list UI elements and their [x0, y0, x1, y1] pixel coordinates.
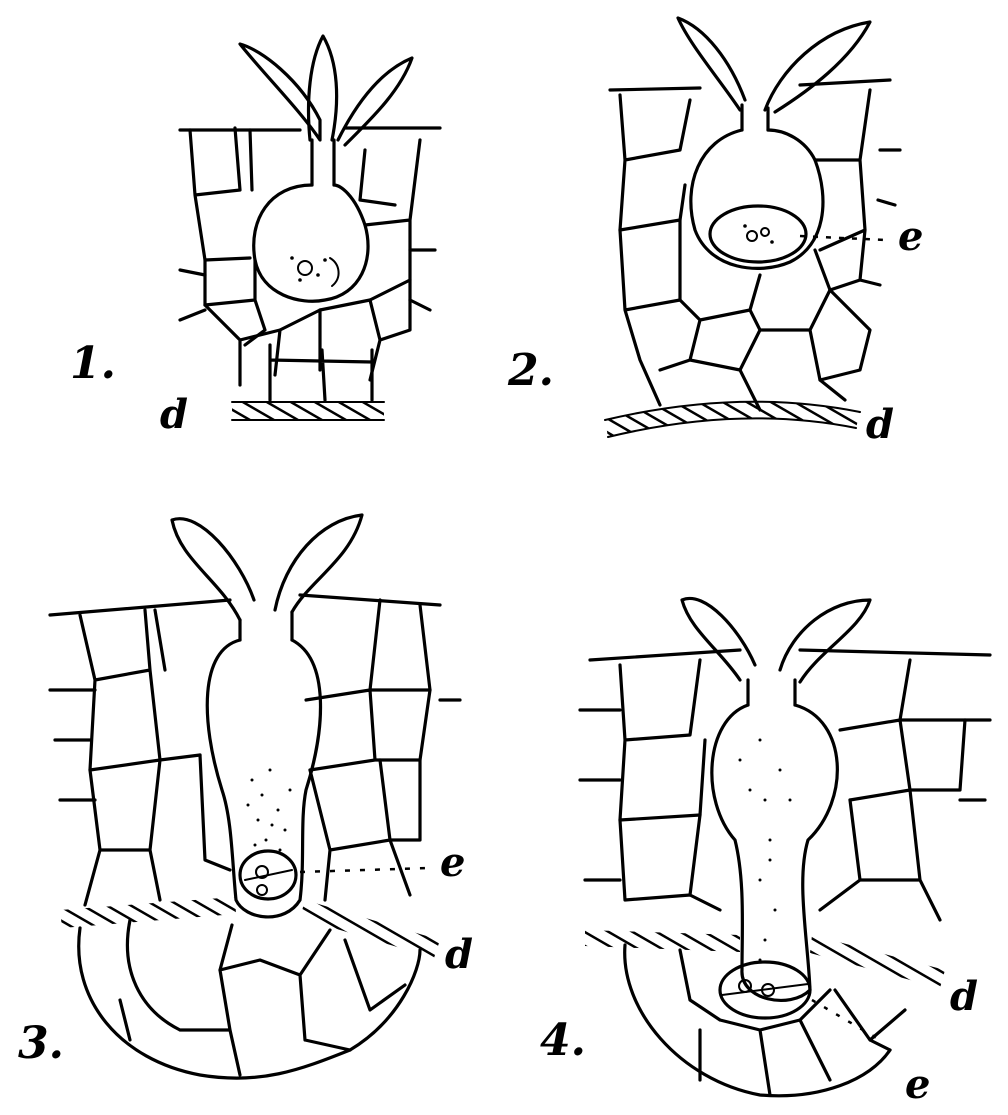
fig4-label-e: e: [905, 1061, 930, 1108]
fig3-number: 3.: [18, 1018, 64, 1069]
fig4-central-cell: [712, 705, 837, 1000]
fig2-label-d: d: [866, 401, 894, 448]
fig1-central-cell: [254, 185, 368, 301]
figure-4: 4. d e: [540, 598, 990, 1108]
fig2-hair-right: [765, 22, 870, 112]
figure-2: 2. e d: [507, 18, 923, 448]
fig2-label-e: e: [898, 213, 923, 260]
fig1-label-d: d: [160, 391, 188, 438]
fig4-hair-left: [682, 598, 755, 680]
fig4-hatched-layer-left: [585, 930, 740, 952]
fig2-central-cell: [691, 130, 823, 268]
fig4-hair-right: [780, 600, 870, 682]
fig2-nucleus: [710, 206, 806, 262]
fig1-hair-center: [309, 36, 337, 140]
fig4-label-d: d: [950, 973, 978, 1020]
fig3-label-e: e: [440, 839, 465, 886]
figure-1: 1. d: [70, 36, 440, 438]
fig1-hair-right: [338, 58, 412, 145]
figure-3: 3. e d: [18, 515, 473, 1078]
fig1-number: 1.: [70, 338, 116, 389]
fig3-label-d: d: [445, 931, 473, 978]
fig4-hatched-layer-right: [810, 935, 945, 988]
fig1-hatched-layer: [232, 402, 384, 420]
fig2-hair-left: [678, 18, 745, 110]
fig4-number: 4.: [540, 1015, 586, 1066]
fig2-number: 2.: [507, 345, 554, 396]
